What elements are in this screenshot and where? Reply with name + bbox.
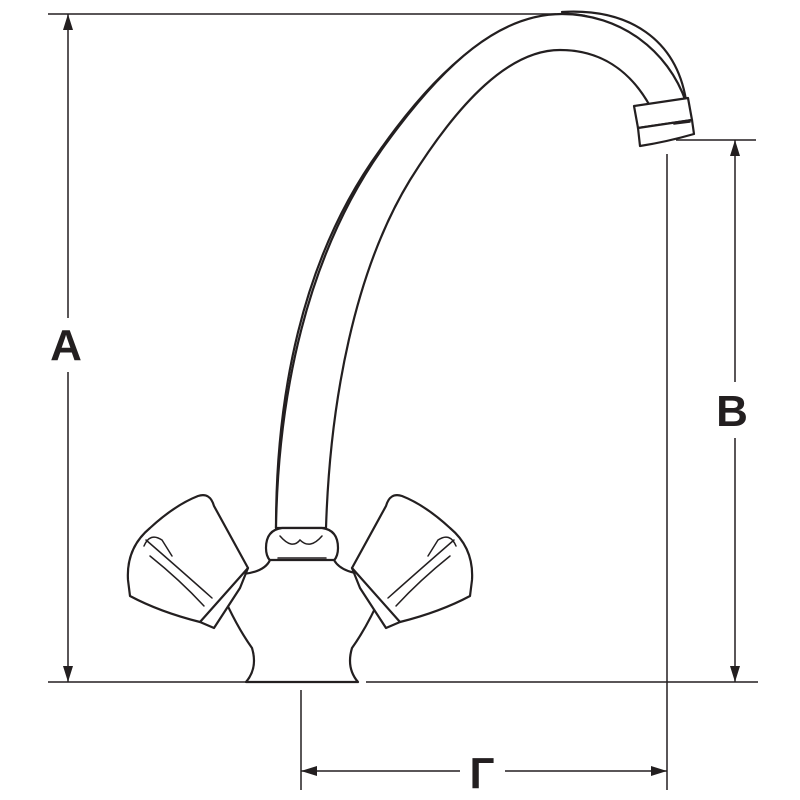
dimension-g-arrow-left <box>301 766 317 776</box>
left-valve-handle <box>126 494 250 630</box>
right-handle-grip <box>427 536 457 557</box>
dimension-b-arrow-bottom <box>730 666 740 682</box>
dimension-g: Г <box>300 154 668 798</box>
aerator-detail <box>673 121 691 125</box>
right-handle-facet-2 <box>395 555 451 607</box>
right-valve-handle <box>350 494 474 630</box>
faucet-base <box>212 558 392 684</box>
left-handle-facet-2 <box>149 555 205 607</box>
right-handle-facet <box>387 539 455 599</box>
spout-body <box>274 12 688 530</box>
dimension-b-arrow-top <box>730 140 740 156</box>
left-handle-grip <box>143 536 173 557</box>
dimension-a-label: A <box>50 321 82 370</box>
right-handle-body <box>350 494 474 624</box>
left-handle-facet <box>145 539 213 599</box>
dimension-a-arrow-bottom <box>63 666 73 682</box>
dimension-a: A <box>48 13 556 682</box>
faucet-spout <box>274 10 688 530</box>
left-handle-stem <box>198 566 250 630</box>
dimension-g-arrow-right <box>651 766 667 776</box>
aerator-nozzle <box>632 96 696 148</box>
dimension-g-label: Г <box>470 749 495 798</box>
dimension-b: B <box>676 139 756 682</box>
dimension-a-arrow-top <box>63 14 73 30</box>
dimension-b-label: B <box>716 387 748 436</box>
aerator-tip <box>636 118 696 148</box>
right-handle-stem <box>350 566 402 630</box>
left-handle-body <box>126 494 250 624</box>
swivel-nut-detail <box>279 535 323 545</box>
